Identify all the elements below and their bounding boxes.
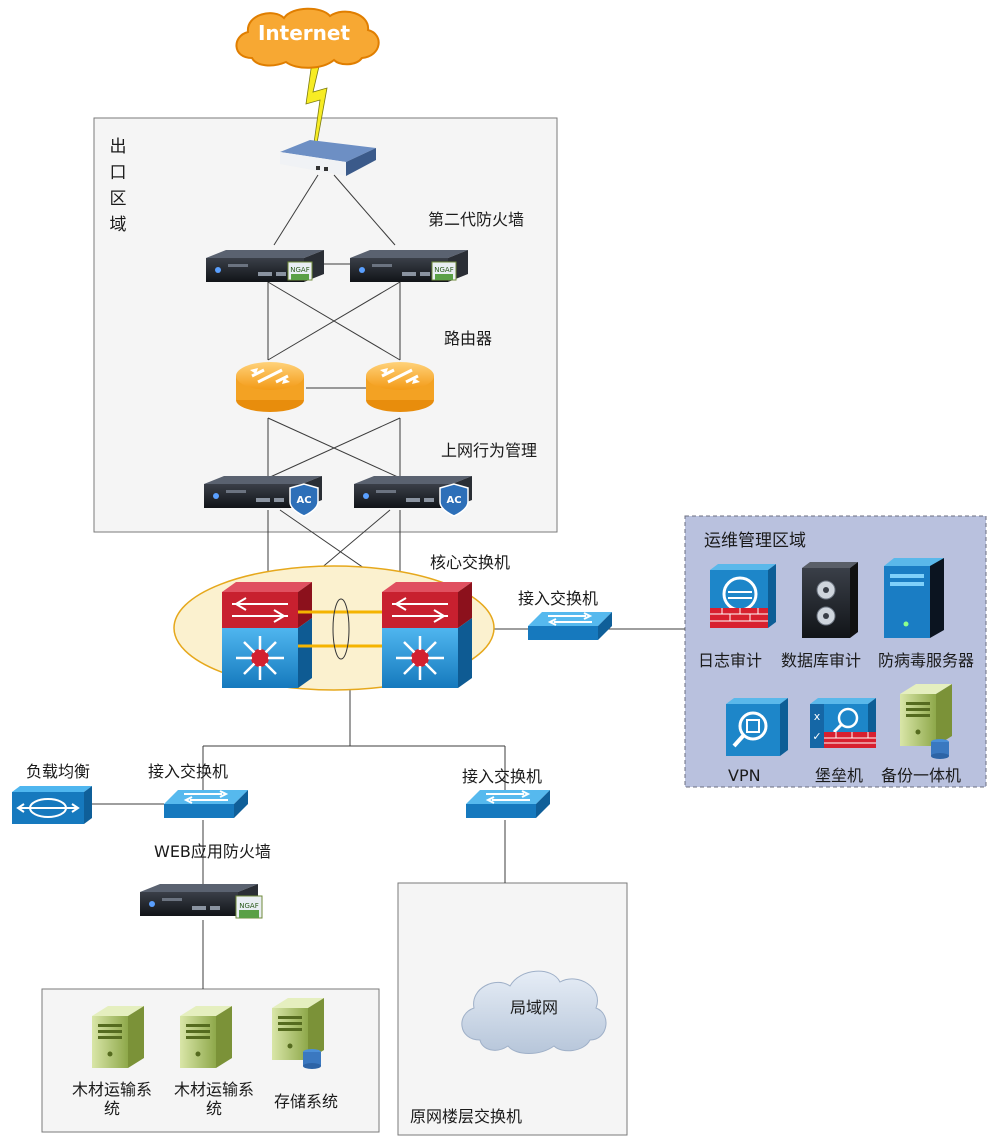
timber-server-2-icon [180, 1006, 232, 1068]
ngfw-badge-left: NGAF [290, 266, 309, 274]
db-audit-icon [802, 562, 858, 638]
waf-label: WEB应用防火墙 [154, 842, 271, 861]
access-switch-left-label: 接入交换机 [148, 762, 229, 781]
access-switch-right-icon [465, 789, 551, 819]
timber-system-1-label: 木材运输系 统 [71, 1080, 152, 1119]
waf-firewall-icon [140, 884, 263, 919]
load-balancer-icon [12, 786, 92, 824]
ngfw-badge-waf: NGAF [239, 902, 258, 910]
ac-device-right-icon [354, 476, 472, 517]
access-switch-ops-label: 接入交换机 [518, 589, 599, 608]
internet-cloud-icon [235, 7, 380, 69]
bastion-host-icon: x ✓ [810, 698, 876, 748]
vpn-icon [726, 698, 788, 756]
storage-server-icon [272, 998, 324, 1069]
lan-label: 局域网 [510, 998, 559, 1017]
vpn-label: VPN [728, 766, 761, 785]
log-audit-icon [710, 564, 776, 628]
core-switch-left-icon [220, 580, 314, 690]
ngfw-firewall-left-icon [206, 250, 324, 282]
access-switch-right-label: 接入交换机 [462, 767, 543, 786]
access-switch-left-icon [163, 789, 249, 819]
svg-text:x: x [814, 710, 821, 723]
svg-text:✓: ✓ [812, 730, 821, 743]
router-left-icon [234, 360, 306, 414]
ac-badge-right: AC [446, 495, 461, 506]
router-label: 路由器 [444, 329, 493, 348]
ac-badge-left: AC [296, 495, 311, 506]
lan-cloud-icon [461, 970, 607, 1054]
ac-device-left-icon [204, 476, 322, 517]
gateway-device-icon [280, 140, 376, 176]
behavior-mgmt-label: 上网行为管理 [441, 441, 538, 460]
timber-system-2-label: 木材运输系 统 [173, 1080, 254, 1119]
exit-zone-label: 出口区域 [109, 137, 127, 235]
db-audit-label: 数据库审计 [781, 651, 862, 670]
router-right-icon [364, 360, 436, 414]
timber-server-1-icon [92, 1006, 144, 1068]
ops-zone-label: 运维管理区域 [704, 531, 806, 551]
ngfw-firewall-right-icon [350, 250, 468, 282]
antivirus-server-icon [884, 558, 944, 638]
backup-appliance-icon [900, 684, 952, 759]
ngfw-label: 第二代防火墙 [428, 210, 525, 229]
antivirus-label: 防病毒服务器 [878, 651, 975, 670]
storage-system-label: 存储系统 [274, 1092, 339, 1111]
backup-label: 备份一体机 [881, 766, 962, 785]
access-switch-ops-icon [527, 611, 613, 641]
bastion-label: 堡垒机 [815, 766, 864, 785]
ngfw-badge-right: NGAF [434, 266, 453, 274]
exit-zone-box [93, 117, 558, 533]
core-switch-right-icon [380, 580, 474, 690]
log-audit-label: 日志审计 [698, 651, 763, 670]
internet-label: Internet [258, 21, 350, 45]
link-aggregation-ellipse [332, 598, 350, 660]
load-balance-label: 负载均衡 [26, 762, 91, 781]
floor-switch-label: 原网楼层交换机 [410, 1107, 523, 1126]
core-switch-label: 核心交换机 [430, 553, 511, 572]
